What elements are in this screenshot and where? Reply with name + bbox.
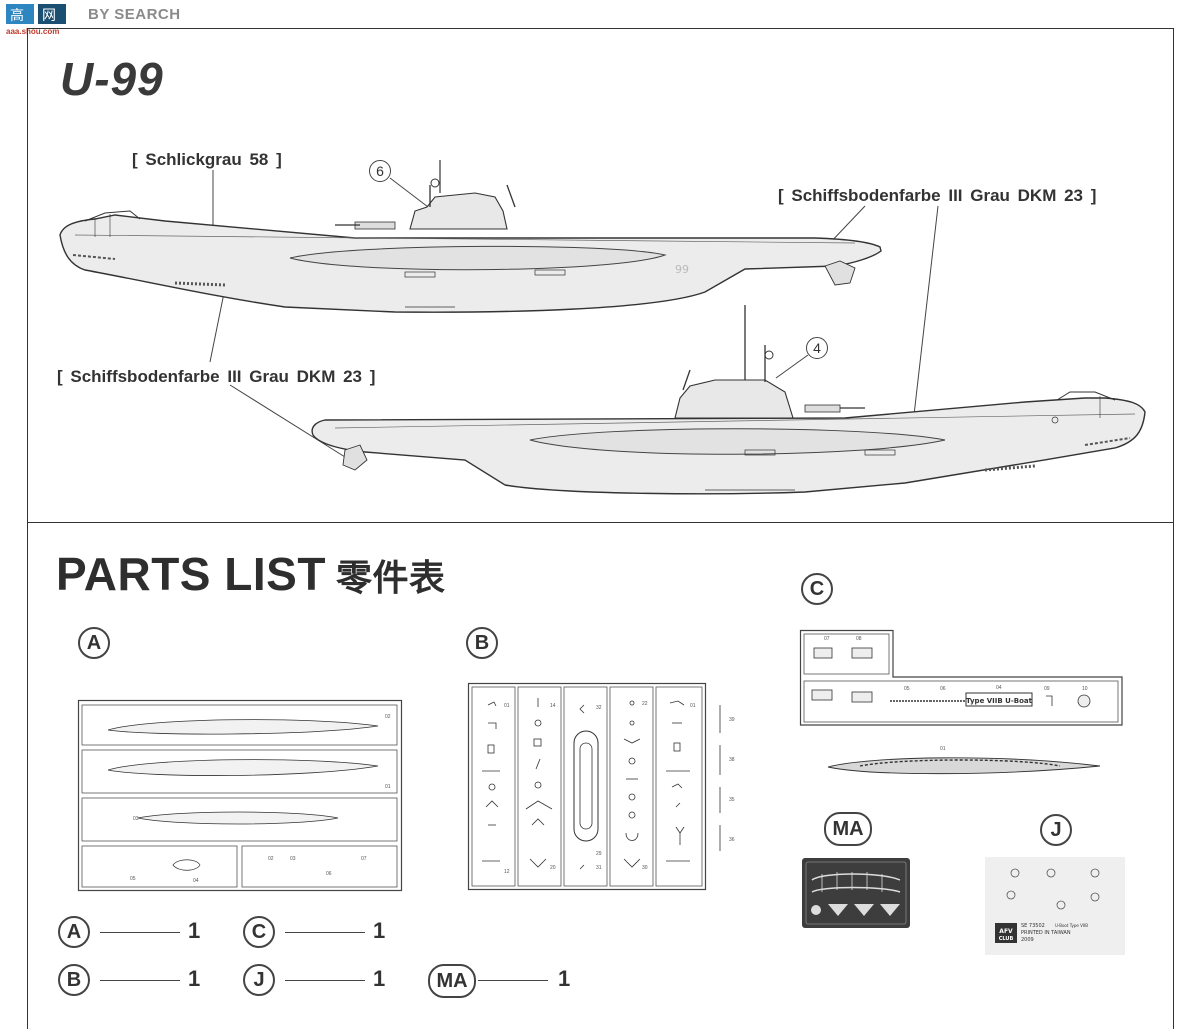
submarine-starboard-profile	[311, 305, 1146, 495]
svg-text:AFV: AFV	[999, 928, 1013, 935]
qty-b-count: 1	[188, 966, 201, 991]
decal-sheet-j: AFV CLUB SE 73502 U-Boot Type VIIB PRINT…	[985, 857, 1125, 955]
qty-a-line	[100, 932, 180, 933]
svg-text:07: 07	[361, 856, 367, 862]
svg-text:35: 35	[729, 797, 735, 803]
color-label-schlickgrau: [ Schlickgrau 58 ]	[132, 150, 282, 169]
svg-text:10: 10	[1082, 686, 1088, 692]
svg-text:38: 38	[729, 757, 735, 763]
svg-text:高: 高	[10, 7, 24, 24]
qty-b-letter: B	[58, 964, 90, 996]
svg-text:31: 31	[596, 865, 602, 871]
svg-text:04: 04	[996, 685, 1002, 691]
qty-ma-letter: MA	[428, 964, 476, 998]
qty-j-count: 1	[373, 966, 386, 991]
qty-a-letter: A	[58, 916, 90, 948]
callout-6: 6	[369, 160, 391, 182]
watermark-brand: BY SEARCH	[88, 6, 181, 23]
decal-code: SE 73502	[1021, 923, 1045, 929]
svg-text:07: 07	[824, 636, 830, 642]
qty-j-line	[285, 980, 365, 981]
sprue-b-diagram: 01 14 32 22 01 12 20 31 30 29 39 38 35 36	[467, 682, 735, 891]
qty-a-count: 1	[188, 918, 201, 943]
svg-text:06: 06	[326, 871, 332, 877]
svg-text:30: 30	[642, 865, 648, 871]
sprue-c-diagram: Type VIIB U-Boat 07 08 05 06 04 09 10 01	[799, 629, 1123, 775]
color-label-bodenfarbe-left: [ Schiffsbodenfarbe III Grau DKM 23 ]	[57, 367, 376, 386]
svg-text:09: 09	[1044, 686, 1050, 692]
svg-text:08: 08	[856, 636, 862, 642]
qty-c-line	[285, 932, 365, 933]
svg-text:01: 01	[940, 746, 946, 752]
decal-year: 2009	[1021, 937, 1034, 943]
svg-text:02: 02	[385, 714, 391, 720]
sprue-j-label: J	[1040, 814, 1072, 846]
svg-text:32: 32	[596, 705, 602, 711]
svg-text:05: 05	[130, 876, 136, 882]
watermark-url: aaa.shou.com	[6, 27, 60, 36]
decal-made: PRINTED IN TAIWAN	[1021, 930, 1071, 936]
svg-text:22: 22	[642, 701, 648, 707]
sprue-b-label: B	[466, 627, 498, 659]
svg-text:02: 02	[268, 856, 274, 862]
svg-text:网: 网	[42, 8, 56, 24]
svg-text:14: 14	[550, 703, 556, 709]
svg-text:36: 36	[729, 837, 735, 843]
svg-text:CLUB: CLUB	[999, 936, 1014, 942]
svg-text:01: 01	[504, 703, 510, 709]
submarine-port-profile: 99	[59, 160, 882, 313]
svg-text:03: 03	[133, 816, 139, 822]
svg-text:29: 29	[596, 851, 602, 857]
sprue-a-diagram: 02 01 03 05 04 02 03 06 07	[77, 699, 403, 892]
svg-text:05: 05	[904, 686, 910, 692]
svg-text:01: 01	[385, 784, 391, 790]
svg-text:04: 04	[193, 878, 199, 884]
decal-desc: U-Boot Type VIIB	[1055, 923, 1088, 928]
svg-text:99: 99	[675, 263, 689, 276]
page-frame	[27, 28, 1174, 1029]
parts-list-title-cn: 零件表	[335, 557, 446, 598]
section-divider	[27, 522, 1174, 523]
svg-text:20: 20	[550, 865, 556, 871]
sprue-a-label: A	[78, 627, 110, 659]
qty-c-count: 1	[373, 918, 386, 943]
qty-ma-count: 1	[558, 966, 571, 991]
qty-ma-line	[478, 980, 548, 981]
qty-c-letter: C	[243, 916, 275, 948]
sprue-c-label: C	[801, 573, 833, 605]
color-label-bodenfarbe-right: [ Schiffsbodenfarbe III Grau DKM 23 ]	[778, 186, 1097, 205]
svg-text:03: 03	[290, 856, 296, 862]
svg-text:06: 06	[940, 686, 946, 692]
photo-etch-fret-ma	[802, 858, 910, 928]
qty-b-line	[100, 980, 180, 981]
page-title: U-99	[60, 53, 164, 105]
sprue-ma-label: MA	[824, 812, 872, 846]
svg-text:01: 01	[690, 703, 696, 709]
qty-j-letter: J	[243, 964, 275, 996]
watermark-logo: 高 网	[6, 4, 66, 24]
svg-text:39: 39	[729, 717, 735, 723]
c-plate-text: Type VIIB U-Boat	[966, 697, 1033, 705]
callout-4: 4	[806, 337, 828, 359]
svg-text:12: 12	[504, 869, 510, 875]
